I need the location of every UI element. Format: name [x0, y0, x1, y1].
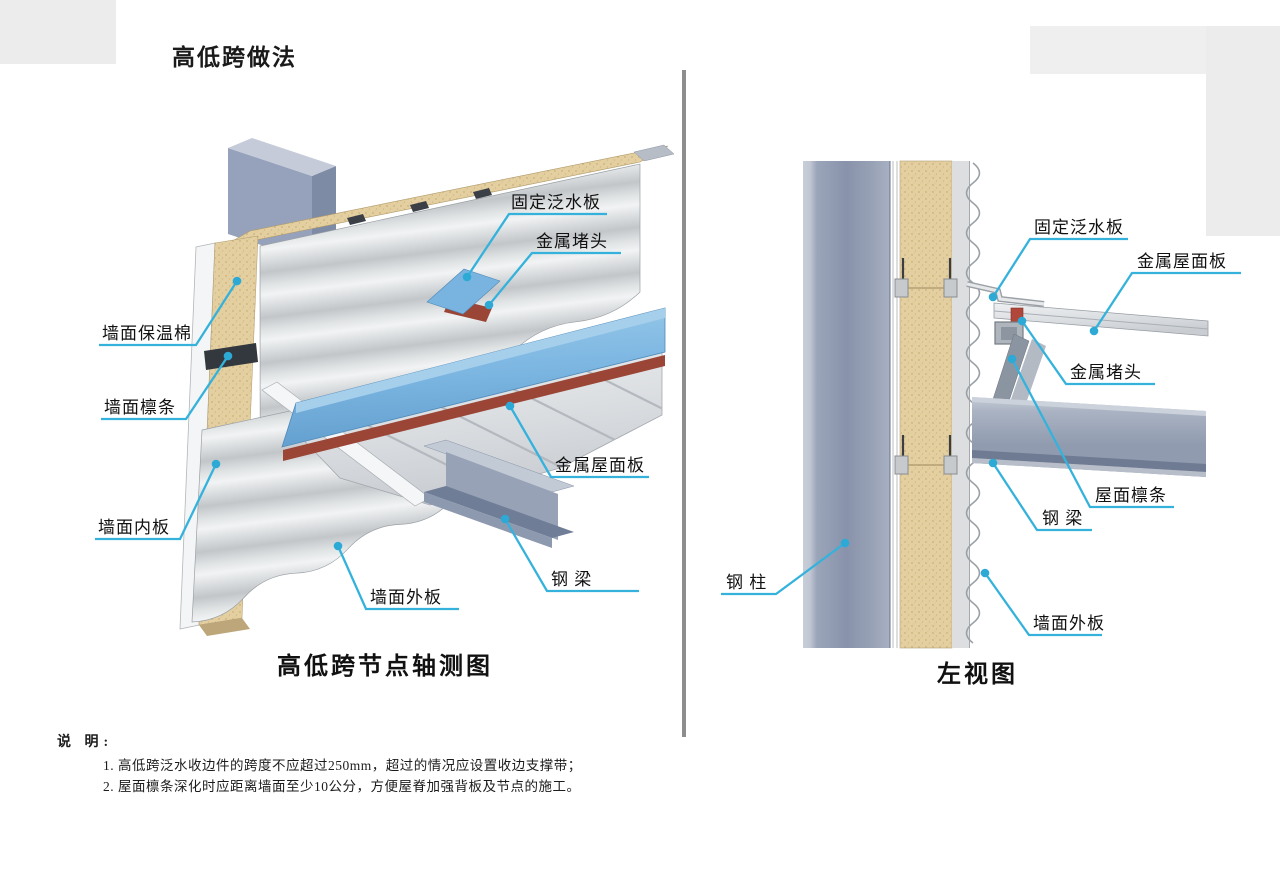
notes-block: 说 明: 1. 高低跨泛水收边件的跨度不应超过250mm，超过的情况应设置收边支…	[57, 731, 582, 797]
axonometric-view-caption: 高低跨节点轴测图	[277, 654, 493, 680]
notes-heading: 说 明:	[57, 735, 114, 750]
label-metal-plug-right: 金属堵头	[1017, 316, 1155, 386]
note-item-1: 1. 高低跨泛水收边件的跨度不应超过250mm，超过的情况应设置收边支撑带；	[103, 758, 582, 773]
svg-text:屋面檩条: 屋面檩条	[1095, 486, 1167, 505]
flashing-upturn-lip	[426, 268, 501, 315]
wall-insulation-side	[899, 160, 953, 649]
svg-text:钢 梁: 钢 梁	[1042, 509, 1083, 528]
svg-text:钢 梁: 钢 梁	[551, 570, 592, 589]
metal-plug-strip	[283, 355, 665, 461]
wall-panel-end-cap	[633, 144, 675, 162]
svg-text:金属屋面板: 金属屋面板	[555, 456, 645, 475]
svg-text:墙面外板: 墙面外板	[1033, 614, 1105, 633]
note-item-2: 2. 屋面檩条深化时应距离墙面至少10公分，方便屋脊加强背板及节点的施工。	[103, 779, 581, 794]
right-view-labels: 固定泛水板 金属屋面板 金属堵头 屋面檩条 钢 梁 墙面外板	[721, 218, 1241, 637]
flashing-plate-side	[966, 282, 1045, 306]
flashing-plate-highlight	[296, 308, 665, 413]
steel-beam-iso	[423, 439, 575, 548]
svg-text:金属堵头: 金属堵头	[1070, 363, 1142, 382]
cavity-lines	[892, 161, 898, 648]
svg-text:墙面保温棉: 墙面保温棉	[102, 324, 192, 343]
axonometric-view	[179, 138, 675, 636]
label-steel-beam-left: 钢 梁	[500, 514, 639, 593]
label-roof-purlin: 屋面檩条	[1007, 354, 1174, 509]
label-fixed-flashing-right: 固定泛水板	[988, 218, 1128, 302]
panel-joint-upper	[894, 258, 958, 298]
left-view-labels: 固定泛水板 金属堵头 墙面保温棉 墙面檩条 墙面内板 金属屋面板	[95, 193, 649, 611]
label-wall-outer-panel-left: 墙面外板	[333, 541, 459, 611]
label-metal-roof-panel-left: 金属屋面板	[505, 401, 649, 479]
svg-text:墙面外板: 墙面外板	[370, 588, 442, 607]
scan-shade-right-edge	[1206, 26, 1280, 236]
panel-joint-lower	[894, 435, 958, 475]
wall-panel-bottom-face	[199, 618, 250, 636]
label-wall-inner-panel: 墙面内板	[95, 459, 221, 541]
svg-text:钢 柱: 钢 柱	[726, 573, 767, 592]
view-divider-line	[682, 70, 686, 737]
label-metal-plug-left: 金属堵头	[484, 232, 621, 310]
page-title: 高低跨做法	[172, 45, 297, 70]
label-steel-column: 钢 柱	[721, 538, 850, 596]
label-wall-insulation: 墙面保温棉	[99, 276, 242, 347]
svg-text:金属堵头: 金属堵头	[536, 232, 608, 251]
label-metal-roof-panel-right: 金属屋面板	[1089, 252, 1241, 336]
svg-text:墙面檩条: 墙面檩条	[104, 398, 176, 417]
label-fixed-flashing-left: 固定泛水板	[462, 193, 607, 282]
label-steel-beam-right: 钢 梁	[988, 458, 1092, 532]
svg-text:墙面内板: 墙面内板	[98, 518, 170, 537]
wall-panel-top-face	[221, 145, 669, 248]
svg-text:固定泛水板: 固定泛水板	[511, 193, 601, 212]
scan-shade-top-left	[0, 0, 116, 64]
left-view-caption: 左视图	[937, 662, 1018, 688]
steel-beam-side	[972, 397, 1206, 477]
steel-column-side	[803, 161, 890, 648]
label-wall-outer-panel-right: 墙面外板	[980, 568, 1105, 637]
svg-text:金属屋面板: 金属屋面板	[1137, 252, 1227, 271]
left-view	[803, 160, 1209, 649]
wall-top-clips	[347, 188, 492, 225]
svg-text:固定泛水板: 固定泛水板	[1034, 218, 1124, 237]
label-wall-purlin: 墙面檩条	[101, 351, 233, 421]
